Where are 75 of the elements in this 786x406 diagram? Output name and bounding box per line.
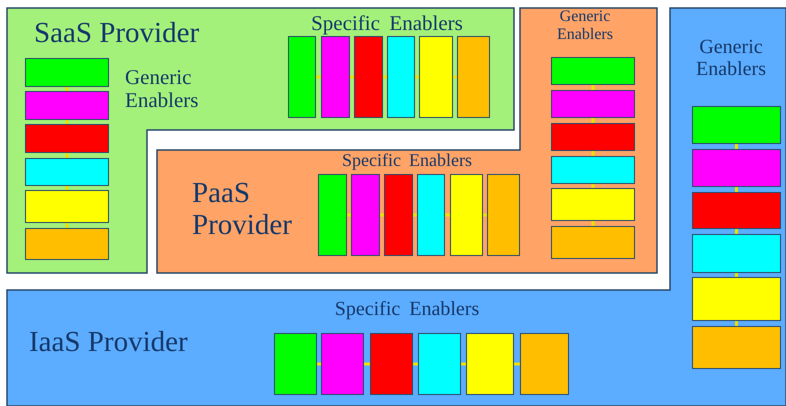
connector-line	[453, 76, 457, 78]
enabler-block	[25, 228, 109, 260]
enabler-block	[354, 36, 383, 118]
enabler-block	[419, 36, 453, 118]
connector-line	[461, 362, 466, 366]
enabler-block	[692, 326, 781, 369]
connector-line	[592, 118, 594, 123]
enabler-block	[387, 36, 415, 118]
connector-line	[347, 214, 351, 216]
connector-line	[514, 362, 520, 366]
enabler-block	[551, 123, 635, 151]
enabler-block	[692, 234, 781, 273]
provider-title: SaaS Provider	[34, 18, 200, 50]
enabler-block	[692, 149, 781, 187]
enabler-group-label: Specific Enablers	[340, 151, 474, 171]
enabler-block	[551, 188, 635, 221]
connector-line	[735, 187, 738, 192]
connector-line	[735, 144, 738, 149]
enabler-block	[288, 36, 316, 118]
enabler-block	[417, 174, 445, 256]
enabler-block	[321, 36, 350, 118]
enabler-block	[418, 333, 461, 395]
connector-line	[66, 186, 68, 190]
enabler-block	[487, 174, 520, 256]
enabler-block	[384, 174, 413, 256]
enabler-group-label: Specific Enablers	[310, 12, 464, 36]
connector-line	[592, 184, 594, 188]
connector-line	[317, 362, 321, 366]
enabler-block	[457, 36, 490, 118]
provider-title: PaaS Provider	[192, 178, 293, 242]
enabler-block	[351, 174, 380, 256]
enabler-block	[370, 333, 413, 395]
enabler-block	[551, 226, 635, 259]
enabler-block	[25, 91, 109, 120]
enabler-block	[25, 124, 109, 153]
connector-line	[592, 85, 594, 90]
enabler-block	[551, 57, 635, 85]
connector-line	[380, 214, 384, 216]
enabler-block	[321, 333, 364, 395]
connector-line	[592, 221, 594, 226]
enabler-group-label: Generic Enablers	[125, 66, 200, 112]
enabler-block	[520, 333, 569, 395]
provider-title: IaaS Provider	[29, 327, 188, 359]
connector-line	[316, 76, 321, 78]
connector-line	[383, 76, 387, 78]
enabler-group-label: Specific Enablers	[334, 298, 480, 320]
enabler-block	[551, 156, 635, 184]
connector-line	[350, 76, 354, 78]
enabler-block	[692, 277, 781, 321]
connector-line	[415, 76, 419, 78]
connector-line	[445, 214, 450, 216]
connector-line	[413, 362, 418, 366]
connector-line	[592, 151, 594, 156]
enabler-block	[25, 58, 109, 87]
connector-line	[735, 321, 738, 326]
enabler-block	[551, 90, 635, 118]
connector-line	[66, 87, 68, 91]
enabler-block	[692, 192, 781, 229]
connector-line	[413, 214, 417, 216]
connector-line	[66, 223, 68, 228]
connector-line	[483, 214, 487, 216]
enabler-group-label: Generic Enablers	[556, 8, 614, 44]
enabler-block	[466, 333, 514, 395]
enabler-block	[318, 174, 347, 256]
connector-line	[364, 362, 370, 366]
enabler-block	[274, 333, 317, 395]
enabler-block	[25, 190, 109, 223]
connector-line	[735, 273, 738, 277]
enabler-block	[450, 174, 483, 256]
enabler-block	[692, 106, 781, 144]
connector-line	[735, 229, 738, 234]
connector-line	[66, 153, 68, 158]
connector-line	[66, 120, 68, 124]
enabler-group-label: Generic Enablers	[695, 36, 767, 80]
enabler-block	[25, 158, 109, 186]
